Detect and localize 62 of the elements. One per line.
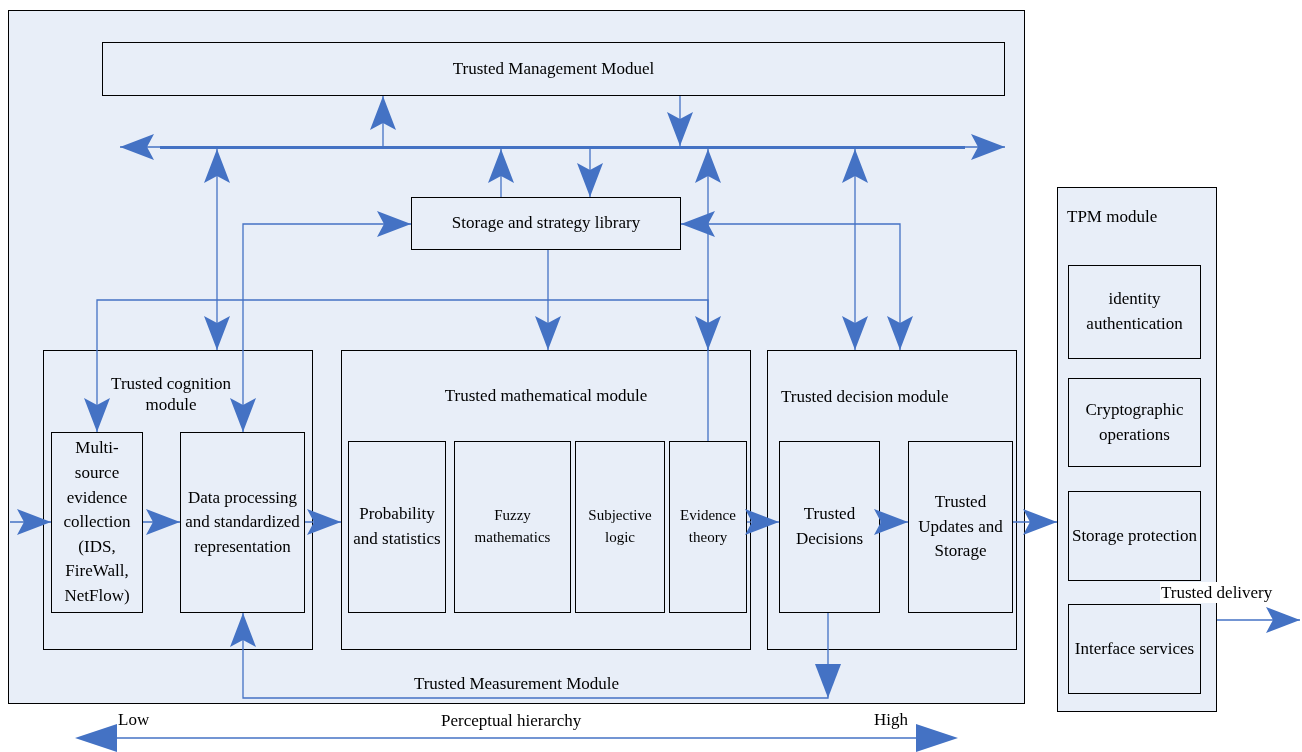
module-title: Trusted Measurement Module <box>413 673 620 696</box>
process-box <box>411 197 681 250</box>
arrow <box>1012 509 1058 535</box>
box-label: Evidence theory <box>679 506 737 547</box>
box-label: Probability and statistics <box>352 503 442 550</box>
process-box <box>1068 265 1201 359</box>
process-box <box>348 441 446 613</box>
arrow <box>577 148 603 198</box>
module-box <box>1057 187 1217 712</box>
arrow <box>842 148 868 351</box>
axis-label: Low <box>118 709 150 731</box>
arrow <box>874 509 909 535</box>
box-label: identity authentication <box>1085 288 1184 335</box>
arrow <box>304 509 342 535</box>
arrow <box>370 95 396 147</box>
process-box <box>1068 378 1201 467</box>
arrow <box>84 299 709 442</box>
box-label: Fuzzy mathematics <box>473 506 552 547</box>
box-label: Cryptographic operations <box>1084 398 1185 446</box>
module-box <box>8 10 1025 704</box>
process-box <box>1068 604 1201 694</box>
module-box <box>43 350 313 650</box>
arrow <box>488 148 514 198</box>
box-label: Storage and strategy library <box>451 212 641 235</box>
axis-label: High <box>874 709 908 731</box>
process-box <box>669 441 747 613</box>
arrow <box>667 95 693 147</box>
box-label: Data processing and standardized representation <box>184 486 301 558</box>
process-box <box>51 432 143 613</box>
process-box <box>454 441 571 613</box>
process-box <box>575 441 665 613</box>
module-box <box>767 350 1017 650</box>
box-label: Storage protection <box>1071 524 1198 547</box>
process-box <box>1068 491 1201 581</box>
box-label: Subjective logic <box>587 506 653 547</box>
box-label: Interface services <box>1074 637 1195 660</box>
axis-label: Perceptual hierarchy <box>441 710 582 732</box>
arrow <box>535 249 561 351</box>
box-label: Multi-source evidence collection (IDS, FireWall, NetFlow) <box>62 437 132 608</box>
process-box <box>908 441 1013 613</box>
arrow <box>1216 607 1301 633</box>
arrow <box>119 134 161 160</box>
arrow <box>964 134 1006 160</box>
module-box <box>341 350 751 650</box>
process-box <box>779 441 880 613</box>
box-label: Trusted Decisions <box>794 503 864 550</box>
edge-label: Trusted delivery <box>1160 582 1274 604</box>
arrow <box>745 509 780 535</box>
module-title: Trusted cognition module <box>110 373 232 416</box>
module-title: Trusted mathematical module <box>444 385 648 407</box>
bus-line <box>160 146 965 149</box>
box-label: Trusted Management Moduel <box>452 57 655 80</box>
box-label: Trusted Updates and Storage <box>917 491 1004 563</box>
arrow <box>204 148 230 351</box>
module-title: TPM module <box>1067 206 1158 228</box>
arrow <box>680 211 913 351</box>
arrow <box>9 509 52 535</box>
process-box <box>180 432 305 613</box>
process-box <box>102 42 1005 96</box>
module-title: Trusted decision module <box>781 386 949 408</box>
arrow <box>142 509 181 535</box>
arrow <box>230 211 412 433</box>
